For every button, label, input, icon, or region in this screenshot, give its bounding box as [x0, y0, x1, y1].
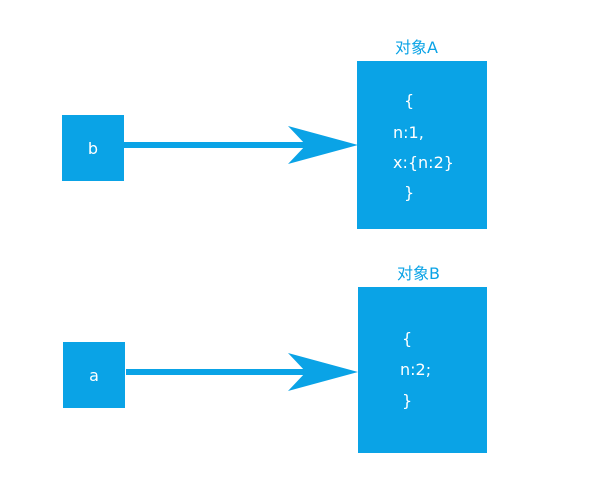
arrow-b-head [288, 126, 358, 164]
arrow-a-to-object-b [126, 353, 358, 391]
variable-b-label: b [87, 138, 99, 158]
object-a-line-2: n:1, [393, 123, 424, 142]
object-a-line-3: x:{n:2} [393, 153, 454, 172]
object-b-line-2: n:2; [400, 360, 432, 379]
variable-a-label: a [89, 365, 99, 385]
arrow-a-head [288, 353, 358, 391]
object-a-title: 对象A [395, 38, 438, 57]
object-b-line-3: } [402, 391, 413, 410]
arrow-b-shaft [124, 142, 310, 148]
object-a-line-4: } [404, 183, 415, 202]
arrow-b-to-object-a [124, 126, 358, 164]
object-a-line-1: { [404, 91, 415, 110]
object-b-title: 对象B [397, 264, 440, 283]
object-b-box: { n:2; } [358, 287, 487, 453]
variable-b-box: b [62, 115, 124, 181]
arrow-a-shaft [126, 369, 310, 375]
object-b-line-1: { [402, 329, 413, 348]
object-a-box: { n:1, x:{n:2} } [357, 61, 487, 229]
variable-a-box: a [63, 342, 125, 408]
